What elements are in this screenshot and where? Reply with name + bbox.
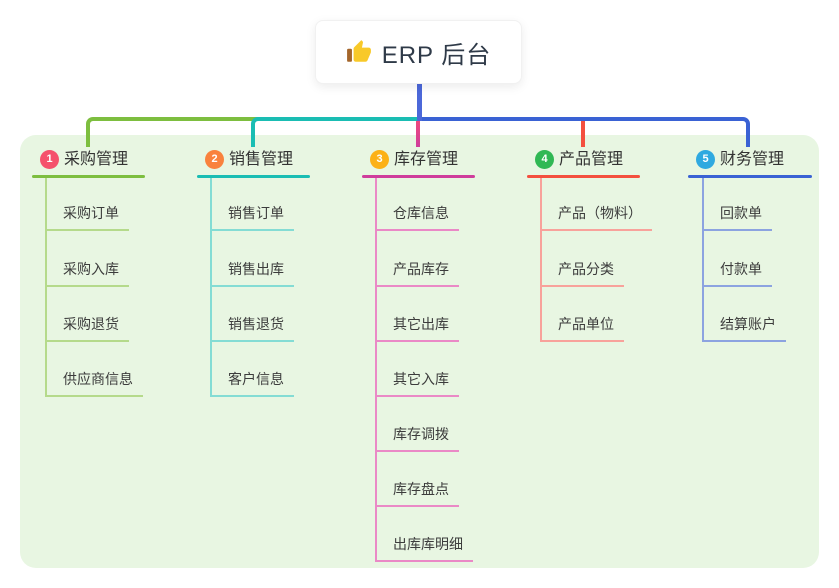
mindmap-panel — [20, 135, 819, 568]
child-node[interactable]: 产品（物料） — [540, 203, 652, 231]
branch-underline — [32, 175, 145, 178]
branch-title: 采购管理 — [64, 151, 129, 168]
branch-trunk-line — [45, 178, 47, 397]
child-node[interactable]: 客户信息 — [210, 369, 294, 397]
connector-branch-2 — [251, 117, 420, 147]
branch-trunk-line — [540, 178, 542, 342]
branch-underline — [197, 175, 310, 178]
branch-badge: 3 — [370, 150, 389, 169]
branch-trunk-line — [375, 178, 377, 562]
connector-branch-3 — [416, 121, 420, 147]
branch-trunk-line — [702, 178, 704, 342]
branch-node-sales[interactable]: 2 销售管理 — [197, 145, 329, 178]
child-node[interactable]: 采购入库 — [45, 259, 129, 287]
thumbs-up-icon — [346, 39, 372, 65]
branch-title: 销售管理 — [229, 151, 294, 168]
child-node[interactable]: 采购订单 — [45, 203, 129, 231]
child-node[interactable]: 付款单 — [702, 259, 772, 287]
connector-branch-5 — [419, 117, 750, 147]
branch-underline — [688, 175, 812, 178]
child-node[interactable]: 出库库明细 — [375, 534, 473, 562]
branch-title: 库存管理 — [394, 151, 459, 168]
child-node[interactable]: 结算账户 — [702, 314, 786, 342]
branch-badge: 1 — [40, 150, 59, 169]
child-node[interactable]: 回款单 — [702, 203, 772, 231]
branch-node-finance[interactable]: 5 财务管理 — [688, 145, 828, 178]
child-node[interactable]: 销售订单 — [210, 203, 294, 231]
child-node[interactable]: 供应商信息 — [45, 369, 143, 397]
child-node[interactable]: 采购退货 — [45, 314, 129, 342]
connector-branch-4 — [581, 121, 585, 147]
connector-root — [417, 83, 422, 121]
branch-title: 产品管理 — [559, 151, 624, 168]
child-node[interactable]: 库存盘点 — [375, 479, 459, 507]
child-node[interactable]: 其它入库 — [375, 369, 459, 397]
branch-node-product[interactable]: 4 产品管理 — [527, 145, 659, 178]
branch-badge: 5 — [696, 150, 715, 169]
branch-node-purchase[interactable]: 1 采购管理 — [32, 145, 164, 178]
branch-node-inventory[interactable]: 3 库存管理 — [362, 145, 494, 178]
child-node[interactable]: 销售出库 — [210, 259, 294, 287]
root-node[interactable]: ERP 后台 — [315, 20, 522, 84]
child-node[interactable]: 产品库存 — [375, 259, 459, 287]
branch-badge: 4 — [535, 150, 554, 169]
branch-underline — [362, 175, 475, 178]
child-node[interactable]: 产品单位 — [540, 314, 624, 342]
child-node[interactable]: 库存调拨 — [375, 424, 459, 452]
branch-underline — [527, 175, 640, 178]
branch-trunk-line — [210, 178, 212, 397]
branch-badge: 2 — [205, 150, 224, 169]
child-node[interactable]: 仓库信息 — [375, 203, 459, 231]
child-node[interactable]: 销售退货 — [210, 314, 294, 342]
root-node-label: ERP 后台 — [381, 41, 492, 69]
child-node[interactable]: 产品分类 — [540, 259, 624, 287]
child-node[interactable]: 其它出库 — [375, 314, 459, 342]
branch-title: 财务管理 — [720, 151, 785, 168]
